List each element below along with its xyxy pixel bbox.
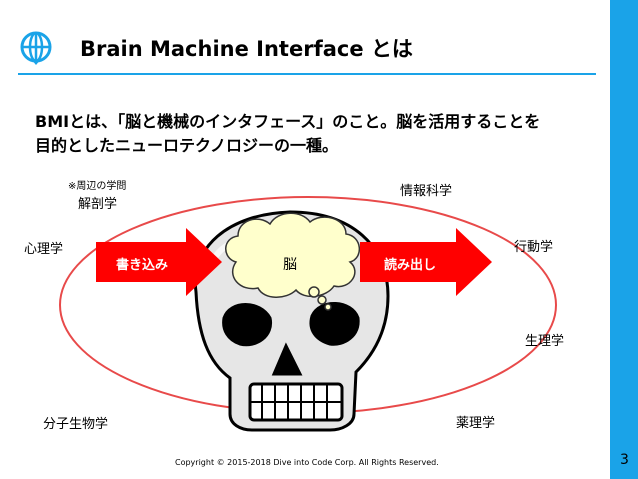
read-arrow-label: 読み出し — [384, 258, 437, 273]
lead-line-2: 目的としたニューロテクノロジーの一種。 — [35, 136, 339, 155]
field-pharmacology: 薬理学 — [456, 416, 496, 431]
globe-logo-icon — [20, 31, 52, 65]
bmi-diagram — [59, 196, 557, 432]
page-number: 3 — [620, 452, 629, 468]
field-physiology: 生理学 — [525, 334, 565, 349]
field-anatomy: 解剖学 — [78, 197, 118, 212]
page-title: Brain Machine Interface とは — [80, 37, 413, 61]
related-fields-note: ※周辺の学問 — [68, 181, 127, 192]
copyright-footer: Copyright © 2015-2018 Dive into Code Cor… — [175, 458, 439, 467]
title-divider — [18, 73, 596, 75]
read-arrow — [360, 228, 492, 296]
field-molecular-biology: 分子生物学 — [43, 417, 109, 432]
brain-cloud-shape — [225, 212, 360, 311]
write-arrow — [96, 228, 222, 296]
field-behavioral-science: 行動学 — [514, 240, 554, 255]
field-informatics: 情報科学 — [400, 184, 453, 199]
right-accent-bar — [610, 0, 638, 479]
lead-text: BMIとは、「脳と機械のインタフェース」のこと。脳を活用することを 目的としたニ… — [35, 110, 595, 158]
brain-label: 脳 — [283, 257, 297, 273]
write-arrow-label: 書き込み — [116, 258, 169, 273]
field-psychology: 心理学 — [24, 242, 64, 257]
lead-line-1: BMIとは、「脳と機械のインタフェース」のこと。脳を活用することを — [35, 112, 541, 131]
